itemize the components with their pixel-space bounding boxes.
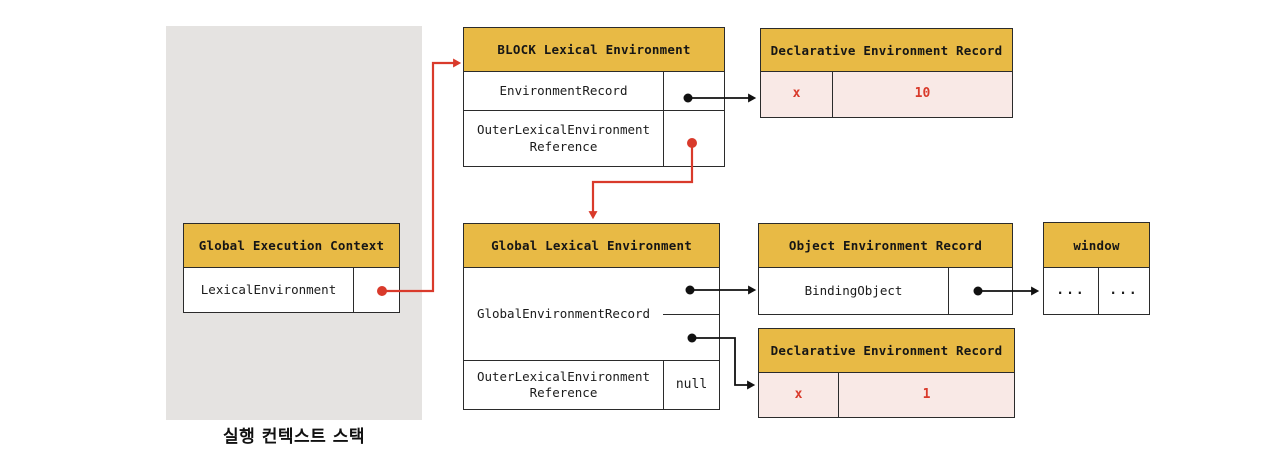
declarative-environment-record-top-box: Declarative Environment Record x 10 <box>760 28 1013 118</box>
gle-outer-reference-cell: OuterLexicalEnvironment Reference <box>476 368 651 400</box>
window-cell-left: ... <box>1056 282 1086 298</box>
object-environment-record-box: Object Environment Record BindingObject <box>758 223 1013 315</box>
decl-top-key-cell: x <box>761 72 832 117</box>
block-lexical-environment-title: BLOCK Lexical Environment <box>464 28 724 72</box>
gle-pointer-cell-object-record <box>663 268 719 314</box>
environment-record-cell: EnvironmentRecord <box>499 83 628 99</box>
gle-pointer-cell-declarative-record <box>663 313 719 361</box>
lexical-environment-cell: LexicalEnvironment <box>200 281 337 297</box>
binding-object-pointer-cell <box>948 268 1012 314</box>
object-environment-record-title: Object Environment Record <box>759 224 1012 268</box>
decl-bottom-value-cell: 1 <box>838 373 1014 417</box>
declarative-environment-record-bottom-title: Declarative Environment Record <box>759 329 1014 373</box>
global-execution-context-title: Global Execution Context <box>184 224 399 268</box>
declarative-environment-record-top-title: Declarative Environment Record <box>761 29 1012 72</box>
global-execution-context-box: Global Execution Context LexicalEnvironm… <box>183 223 400 313</box>
block-outer-reference-pointer-cell <box>663 111 724 166</box>
global-environment-record-cell: GlobalEnvironmentRecord <box>476 305 651 321</box>
gle-outer-reference-null-cell: null <box>663 361 719 409</box>
declarative-environment-record-bottom-box: Declarative Environment Record x 1 <box>758 328 1015 418</box>
block-lexical-environment-box: BLOCK Lexical Environment EnvironmentRec… <box>463 27 725 167</box>
block-outer-reference-cell: OuterLexicalEnvironment Reference <box>476 122 651 154</box>
execution-context-stack-label: 실행 컨텍스트 스택 <box>223 427 365 447</box>
decl-top-value-cell: 10 <box>832 72 1012 117</box>
window-title: window <box>1044 223 1149 268</box>
global-lexical-environment-box: Global Lexical Environment GlobalEnviron… <box>463 223 720 410</box>
window-box: window ... ... <box>1043 222 1150 315</box>
global-lexical-environment-title: Global Lexical Environment <box>464 224 719 268</box>
environment-record-pointer-cell <box>663 72 724 111</box>
window-cell-right: ... <box>1098 268 1149 314</box>
binding-object-cell: BindingObject <box>804 282 903 298</box>
decl-bottom-key-cell: x <box>759 373 838 417</box>
lexical-environment-pointer-cell <box>353 268 399 312</box>
